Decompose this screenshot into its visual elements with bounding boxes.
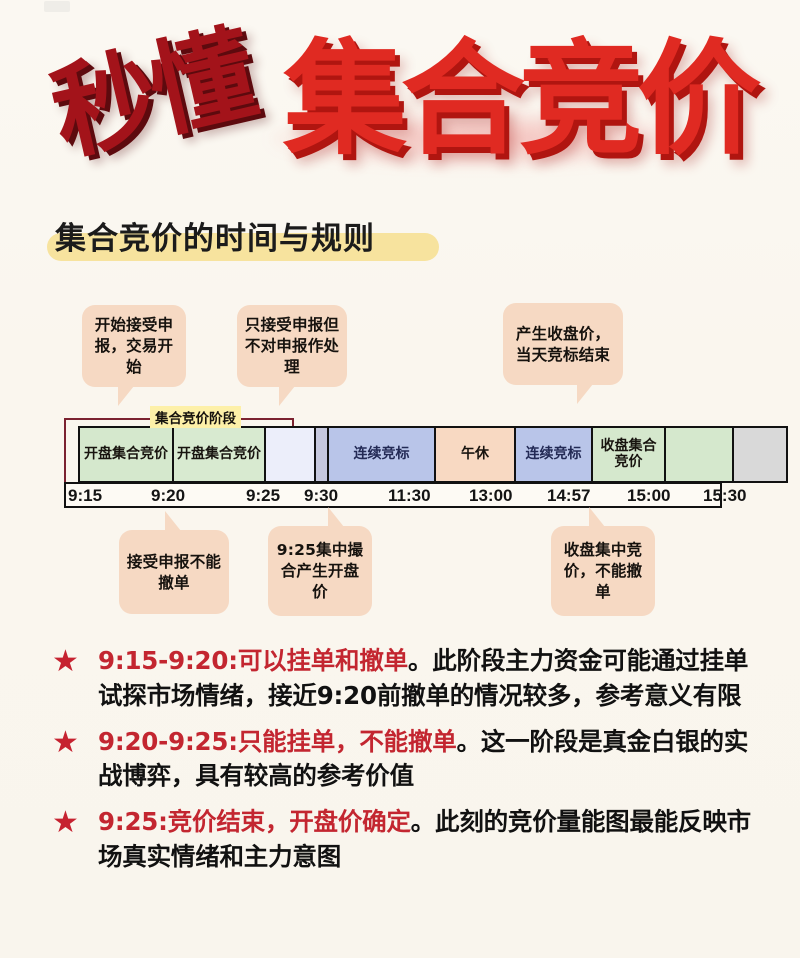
subtitle-text: 集合竞价的时间与规则 (55, 221, 375, 257)
rule-item: ★ 9:15-9:20:可以挂单和撤单。此阶段主力资金可能通过挂单试探市场情绪，接… (50, 644, 766, 714)
rule-time-range: 9:25: (98, 807, 168, 837)
timeline-segment-label: 开盘集合竞价 (84, 445, 168, 462)
callout-tail-icon (279, 386, 295, 406)
timeline: 集合竞价阶段 开盘集合竞价开盘集合竞价 连续竞标 午休 连续竞标 收盘集合竞价 9:15… (64, 406, 788, 510)
timeline-segment-blank-8 (664, 426, 732, 483)
callout-text: 接受申报不能撤单 (126, 552, 222, 592)
callout-start-accept: 开始接受申报，交易开始 (82, 305, 186, 406)
callout-text: 开始接受申报，交易开始 (94, 316, 174, 376)
callout-closing-auction-no-cancel: 收盘集中竞价，不能撤单 (551, 507, 655, 616)
timeline-tick-15-30: 15:30 (703, 486, 747, 505)
timeline-tick-9-20: 9:20 (151, 486, 186, 505)
star-icon: ★ (52, 805, 79, 841)
rule-item: ★ 9:25:竞价结束，开盘价确定。此刻的竞价量能图最能反映市场真实情绪和主力意图 (50, 805, 766, 875)
timeline-segment-1: 开盘集合竞价 (172, 426, 264, 483)
callout-text: 收盘集中竞价，不能撤单 (563, 541, 643, 601)
timeline-segments: 开盘集合竞价开盘集合竞价 连续竞标 午休 连续竞标 收盘集合竞价 (78, 426, 788, 483)
timeline-segment-label: 开盘集合竞价 (177, 445, 261, 462)
callout-tail-icon (577, 384, 593, 404)
timeline-segment-7: 收盘集合竞价 (591, 426, 664, 483)
timeline-tick-9-25: 9:25 (246, 486, 281, 505)
title-part-1: 秒懂 (40, 12, 264, 176)
timeline-segment-0: 开盘集合竞价 (78, 426, 172, 483)
timeline-tick-11-30: 11:30 (388, 486, 431, 505)
top-artifact (44, 1, 70, 12)
timeline-segment-label: 连续竞标 (525, 445, 582, 462)
callout-tail-icon (118, 386, 134, 406)
timeline-segment-label: 连续竞标 (353, 445, 410, 462)
rule-highlight: 只能挂单，不能撤单 (237, 726, 457, 756)
rule-item: ★ 9:20-9:25:只能挂单，不能撤单。这一阶段是真金白银的实战博弈，具有较高… (50, 725, 766, 795)
auction-phase-label: 集合竞价阶段 (150, 406, 241, 428)
timeline-segment-blank-2 (264, 426, 314, 483)
rule-time-range: 9:15-9:20: (98, 646, 238, 675)
timeline-segment-label: 收盘集合竞价 (600, 437, 657, 470)
rule-time-range: 9:20-9:25: (98, 726, 238, 756)
timeline-segment-blank-9 (732, 426, 788, 483)
timeline-segment-blank-3 (314, 426, 327, 483)
subtitle-highlight-bar (47, 233, 439, 261)
star-icon: ★ (52, 724, 79, 760)
callout-only-accept: 只接受申报但不对申报作处理 (237, 305, 347, 406)
section-subtitle: 集合竞价的时间与规则 (47, 213, 439, 263)
timeline-tick-9-15: 9:15 (68, 486, 103, 505)
callout-closing-price: 产生收盘价，当天竞标结束 (503, 303, 623, 404)
callout-matching-open: 9:25集中撮合产生开盘价 (268, 507, 372, 616)
title-part-2: 集合竞价 (283, 28, 761, 172)
callout-text: 9:25集中撮合产生开盘价 (276, 541, 364, 601)
title-glow (270, 110, 700, 168)
rule-highlight: 竞价结束，开盘价确定 (167, 807, 411, 837)
page-title: 秒懂 集合竞价 (0, 12, 800, 183)
timeline-tick-9-30: 9:30 (304, 486, 339, 505)
rule-body: 。这一阶段是真金白银的实战博弈，具有较高的参考价值 (98, 726, 749, 791)
timeline-segment-label: 午休 (461, 445, 489, 462)
rules-list: ★ 9:15-9:20:可以挂单和撤单。此阶段主力资金可能通过挂单试探市场情绪，接… (50, 644, 766, 886)
callout-tail-icon (165, 511, 181, 531)
callout-tail-icon (328, 507, 344, 527)
callout-text: 产生收盘价，当天竞标结束 (515, 324, 611, 364)
timeline-segment-4: 连续竞标 (327, 426, 434, 483)
timeline-segment-5: 午休 (434, 426, 514, 483)
rule-body: 。此阶段主力资金可能通过挂单试探市场情绪，接近9:20前撤单的情况较多，参考意义… (98, 646, 749, 710)
rule-highlight: 可以挂单和撤单 (237, 646, 408, 675)
timeline-tick-15-00: 15:00 (627, 486, 671, 505)
timeline-axis: 9:15 9:20 9:25 9:30 11:30 13:00 14:57 15:00 15:3… (64, 482, 746, 508)
star-icon: ★ (52, 644, 79, 679)
callout-tail-icon (589, 507, 605, 527)
rule-body: 。此刻的竞价量能图最能反映市场真实情绪和主力意图 (98, 807, 751, 871)
timeline-tick-13-00: 13:00 (469, 486, 513, 505)
timeline-tick-14-57: 14:57 (547, 486, 591, 505)
callout-text: 只接受申报但不对申报作处理 (244, 316, 340, 376)
callout-accept-no-cancel: 接受申报不能撤单 (119, 511, 229, 614)
timeline-segment-6: 连续竞标 (514, 426, 591, 483)
